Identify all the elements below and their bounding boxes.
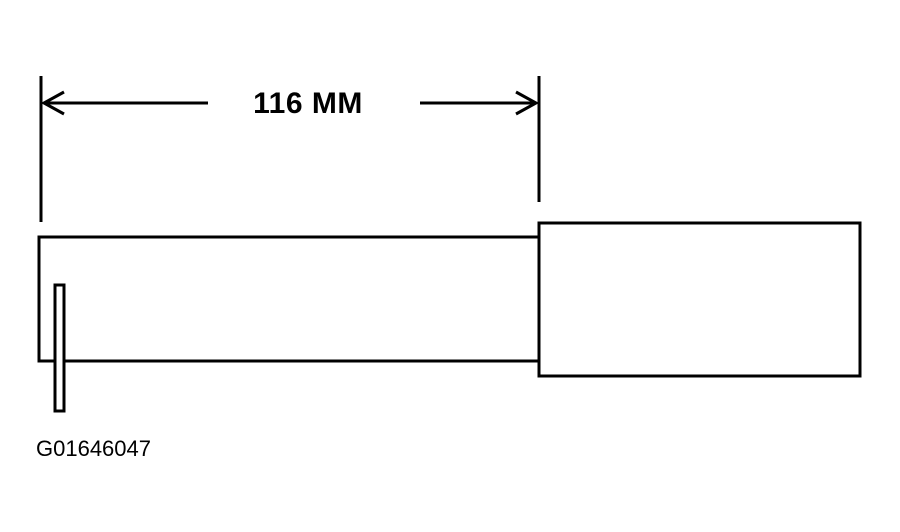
shaft-body [37,235,541,363]
figure-code: G01646047 [36,436,151,461]
dimension-label: 116 MM [253,87,363,120]
shaft-end-block [537,221,862,378]
shaft-pin [53,283,66,413]
arrowhead-left [40,90,65,116]
arrowhead-right [515,90,540,116]
